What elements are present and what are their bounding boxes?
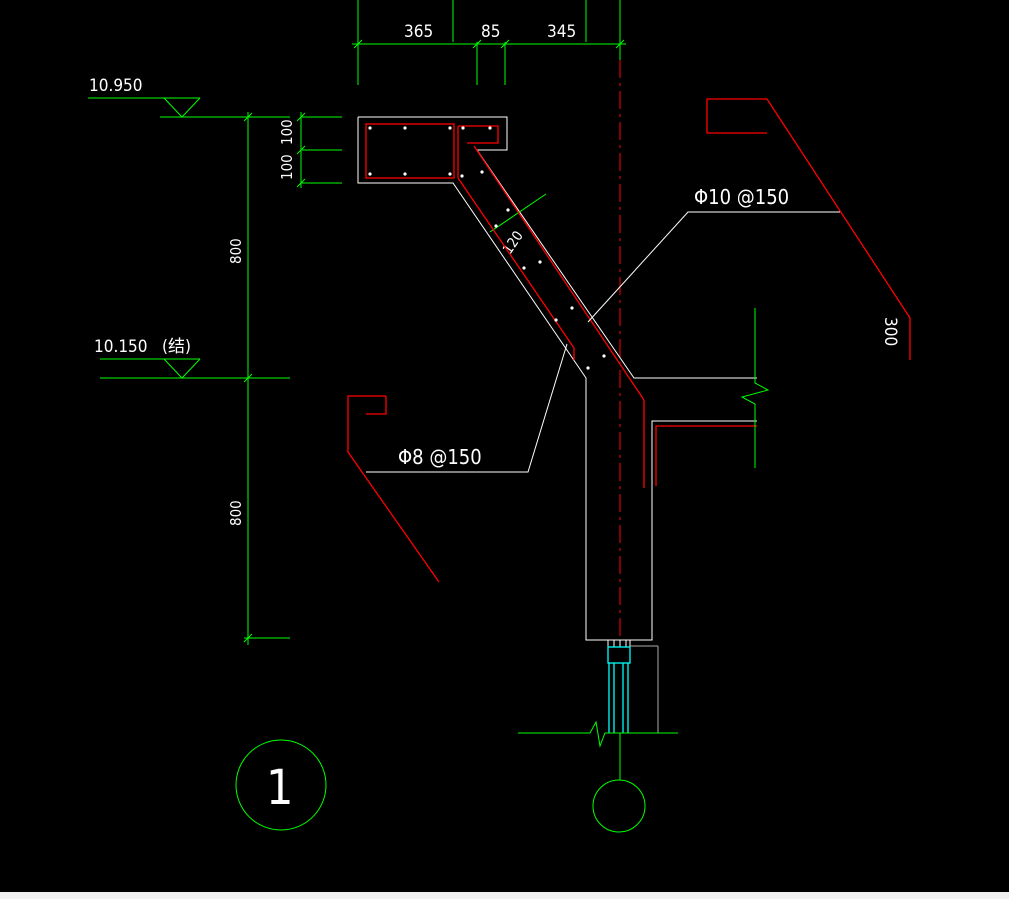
window-glazing	[607, 639, 659, 733]
hook-length-300: 300	[880, 317, 900, 346]
dimension-800-upper: 800	[227, 238, 245, 264]
dimension-800-lower: 800	[227, 500, 245, 526]
dimension-345: 345	[547, 22, 576, 42]
dimension-100-b: 100	[278, 154, 296, 180]
rebar-callout-bottom: Φ8 @150	[398, 445, 482, 469]
elevation-markers	[88, 97, 201, 379]
concrete-outline	[357, 116, 757, 641]
rebar-dots	[368, 126, 606, 370]
elevation-10950: 10.950	[89, 76, 143, 96]
elevation-10150: 10.150	[94, 337, 148, 357]
rebar	[347, 98, 911, 583]
rebar-callout-top: Φ10 @150	[694, 185, 789, 209]
left-dimension-lines	[100, 112, 342, 645]
top-dimension-lines	[352, 0, 626, 85]
thickness-120: 120	[500, 228, 527, 257]
leader-lines	[366, 211, 840, 473]
axis-bubble	[592, 779, 646, 833]
section-number: 1	[266, 760, 293, 816]
elevation-structural-note: (结)	[162, 337, 191, 357]
bottom-break-line	[518, 720, 678, 780]
section-marker	[235, 739, 327, 831]
slab-break-line	[740, 308, 770, 468]
dimension-100-a: 100	[278, 119, 296, 145]
dimension-85: 85	[481, 22, 500, 42]
bottom-strip	[0, 892, 1009, 899]
dimension-365: 365	[404, 22, 433, 42]
